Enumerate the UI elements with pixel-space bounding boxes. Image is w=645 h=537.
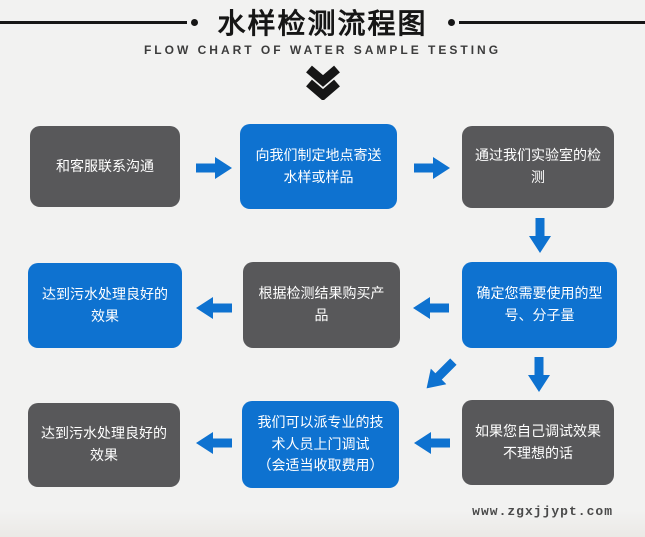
title-rule-left	[0, 20, 187, 24]
arrow-left-icon	[413, 297, 449, 319]
header: 水样检测流程图 FLOW CHART OF WATER SAMPLE TESTI…	[0, 6, 645, 100]
step-send-sample: 向我们制定地点寄送 水样或样品	[240, 124, 397, 209]
step-contact-service: 和客服联系沟通	[30, 126, 180, 207]
website-url: www.zgxjjypt.com	[472, 504, 613, 519]
step-self-debug-unsatisfied: 如果您自己调试效果 不理想的话	[462, 400, 614, 485]
step-purchase-product: 根据检测结果购买产 品	[243, 262, 400, 348]
step-lab-testing: 通过我们实验室的检 测	[462, 126, 614, 208]
arrow-down-left-icon	[419, 354, 461, 396]
title-rule-right	[458, 20, 645, 24]
step-good-treatment-result: 达到污水处理良好的 效果	[28, 263, 182, 348]
double-chevron-down-icon	[0, 64, 645, 100]
step-technician-onsite: 我们可以派专业的技 术人员上门调试 （会适当收取费用）	[242, 401, 399, 488]
page-subtitle: FLOW CHART OF WATER SAMPLE TESTING	[143, 43, 502, 57]
step-good-treatment-result-2: 达到污水处理良好的 效果	[28, 403, 180, 487]
arrow-left-icon	[196, 432, 232, 454]
title-dot-right	[447, 18, 455, 26]
title-row: 水样检测流程图	[0, 6, 645, 39]
step-determine-model: 确定您需要使用的型 号、分子量	[462, 262, 617, 348]
arrow-left-icon	[414, 432, 450, 454]
arrow-down-icon	[529, 218, 551, 253]
page-title: 水样检测流程图	[217, 8, 428, 39]
title-dot-left	[190, 18, 198, 26]
arrow-down-icon	[528, 357, 550, 392]
arrow-right-icon	[196, 157, 232, 179]
arrow-right-icon	[414, 157, 450, 179]
arrow-left-icon	[196, 297, 232, 319]
